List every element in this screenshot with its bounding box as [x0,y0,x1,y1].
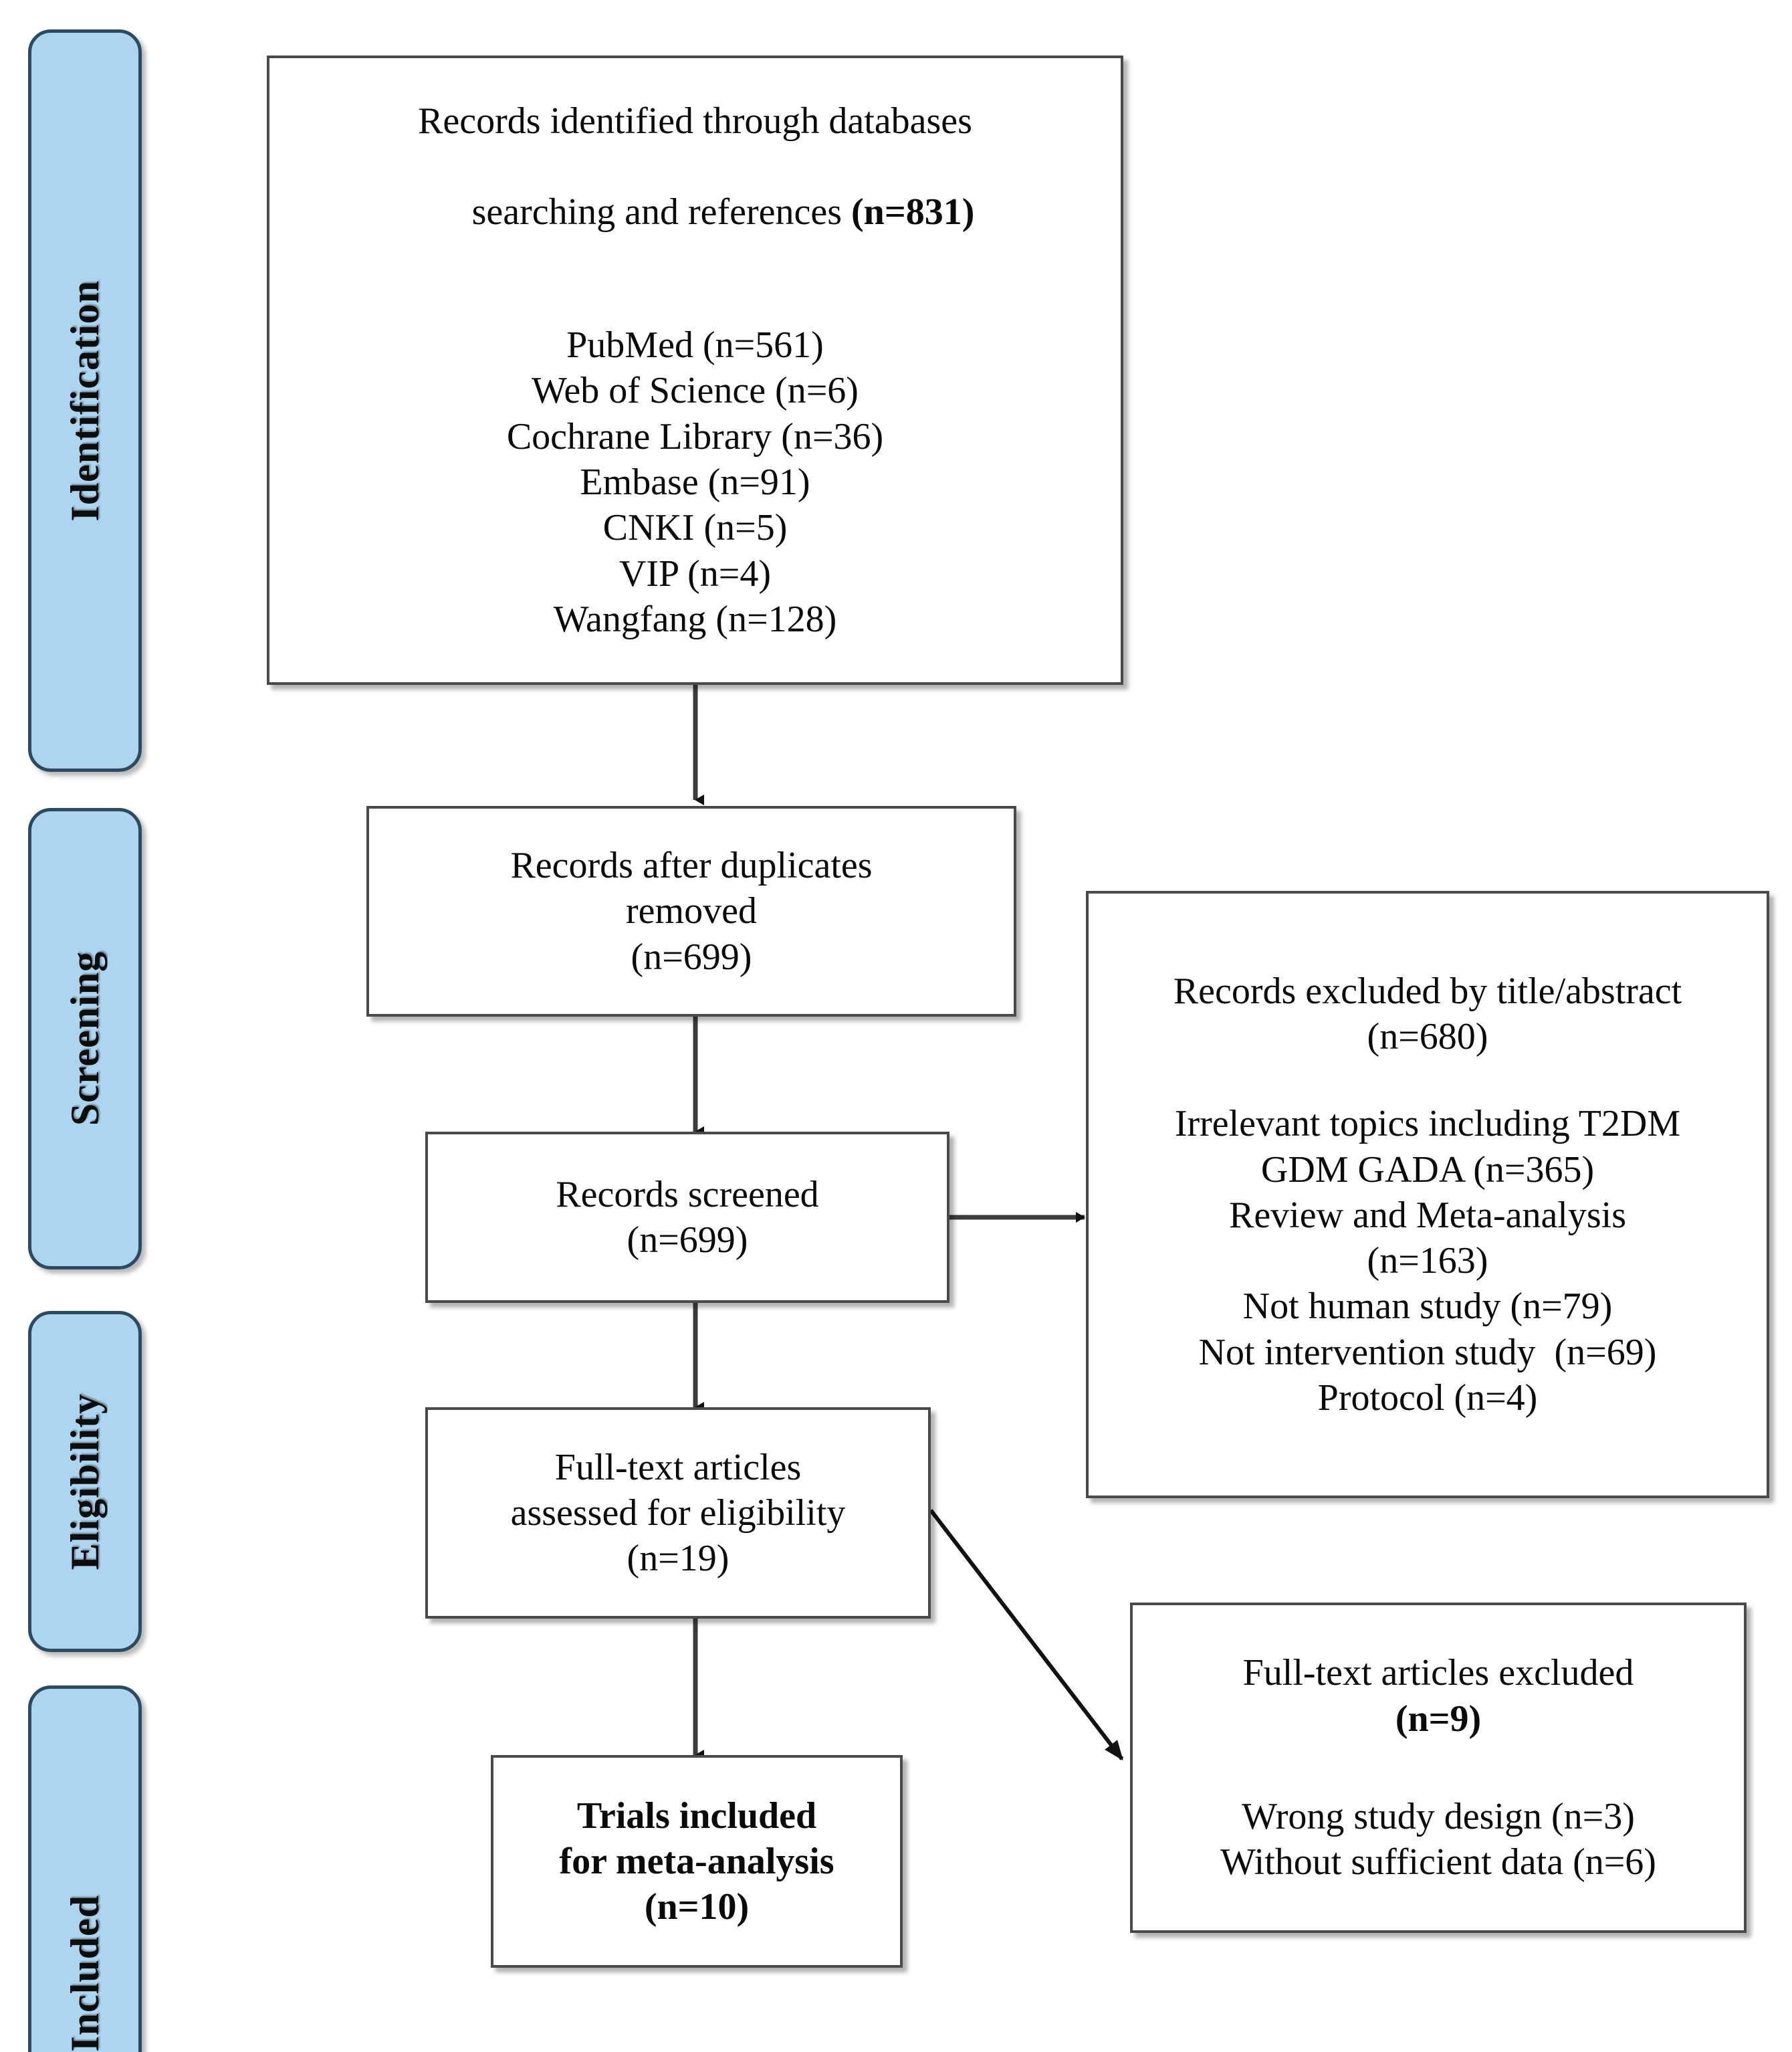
exclusion-reason-protocol: Protocol (n=4) [1317,1377,1538,1419]
exclusion-reason-review-meta-count: (n=163) [1367,1240,1488,1282]
trials-included-count: (n=10) [644,1886,750,1928]
stage-tab-eligibility: Eligibility [28,1311,142,1652]
stage-tab-included: Included [28,1685,142,2052]
box-trials-included: Trials included for meta-analysis (n=10) [491,1755,903,1968]
box-records-screened: Records screened (n=699) [425,1132,949,1303]
stage-tab-identification-label: Identification [62,280,107,522]
source-wangfang: Wangfang (n=128) [553,598,837,640]
exclusion-reason-not-intervention-study: Not intervention study (n=69) [1198,1331,1657,1373]
duplicates-removed-line1: Records after duplicates [510,845,873,887]
records-identified-total-count: (n=831) [851,191,975,233]
records-screened-line1: Records screened [556,1173,819,1215]
records-excluded-line1: Records excluded by title/abstract [1173,970,1682,1012]
stage-tab-screening-label: Screening [62,951,107,1126]
source-web-of-science: Web of Science (n=6) [532,370,859,412]
duplicates-removed-count: (n=699) [631,936,752,978]
source-pubmed: PubMed (n=561) [566,324,824,367]
trials-included-line1: Trials included [576,1794,817,1837]
exclusion-reason-irrelevant-topics-line2: GDM GADA (n=365) [1260,1148,1595,1191]
box-fulltext-excluded: Full-text articles excluded (n=9) Wrong … [1130,1603,1747,1933]
exclusion-reason-irrelevant-topics-line1: Irrelevant topics including T2DM [1174,1103,1681,1145]
exclusion-reason-review-meta: Review and Meta-analysis [1228,1194,1627,1236]
source-embase: Embase (n=91) [580,461,810,503]
fulltext-assessed-count: (n=19) [627,1538,730,1580]
records-identified-title-line2-text: searching and references [471,191,852,233]
fulltext-exclusion-reason-wrong-design: Wrong study design (n=3) [1242,1796,1635,1837]
fulltext-exclusion-reason-insufficient-data: Without sufficient data (n=6) [1220,1841,1656,1883]
stage-tab-eligibility-label: Eligibility [62,1393,107,1570]
stage-tab-identification: Identification [28,29,142,772]
box-records-after-duplicates: Records after duplicates removed (n=699) [366,806,1016,1017]
records-excluded-count: (n=680) [1367,1015,1488,1057]
stage-tab-screening: Screening [28,808,142,1269]
records-identified-title-line2: searching and references (n=831) [416,144,975,281]
source-cochrane-library: Cochrane Library (n=36) [506,415,884,457]
source-vip: VIP (n=4) [619,552,772,595]
fulltext-assessed-line1: Full-text articles [554,1446,802,1488]
records-screened-count: (n=699) [627,1219,748,1261]
records-identified-title-line1: Records identified through databases [418,100,972,142]
fulltext-excluded-line1: Full-text articles excluded [1242,1652,1634,1694]
fulltext-excluded-count: (n=9) [1395,1698,1482,1740]
connector-fulltext-to-excluded [929,1509,1124,1761]
stage-tab-included-label: Included [62,1894,107,2052]
duplicates-removed-line2: removed [626,890,757,932]
box-records-excluded: Records excluded by title/abstract (n=68… [1086,891,1769,1498]
box-records-identified: Records identified through databases sea… [267,56,1123,685]
source-cnki: CNKI (n=5) [602,507,788,549]
exclusion-reason-not-human-study: Not human study (n=79) [1242,1286,1613,1328]
box-fulltext-assessed: Full-text articles assessed for eligibil… [425,1407,931,1619]
fulltext-assessed-line2: assessed for eligibility [510,1492,846,1534]
trials-included-line2: for meta-analysis [559,1840,834,1882]
